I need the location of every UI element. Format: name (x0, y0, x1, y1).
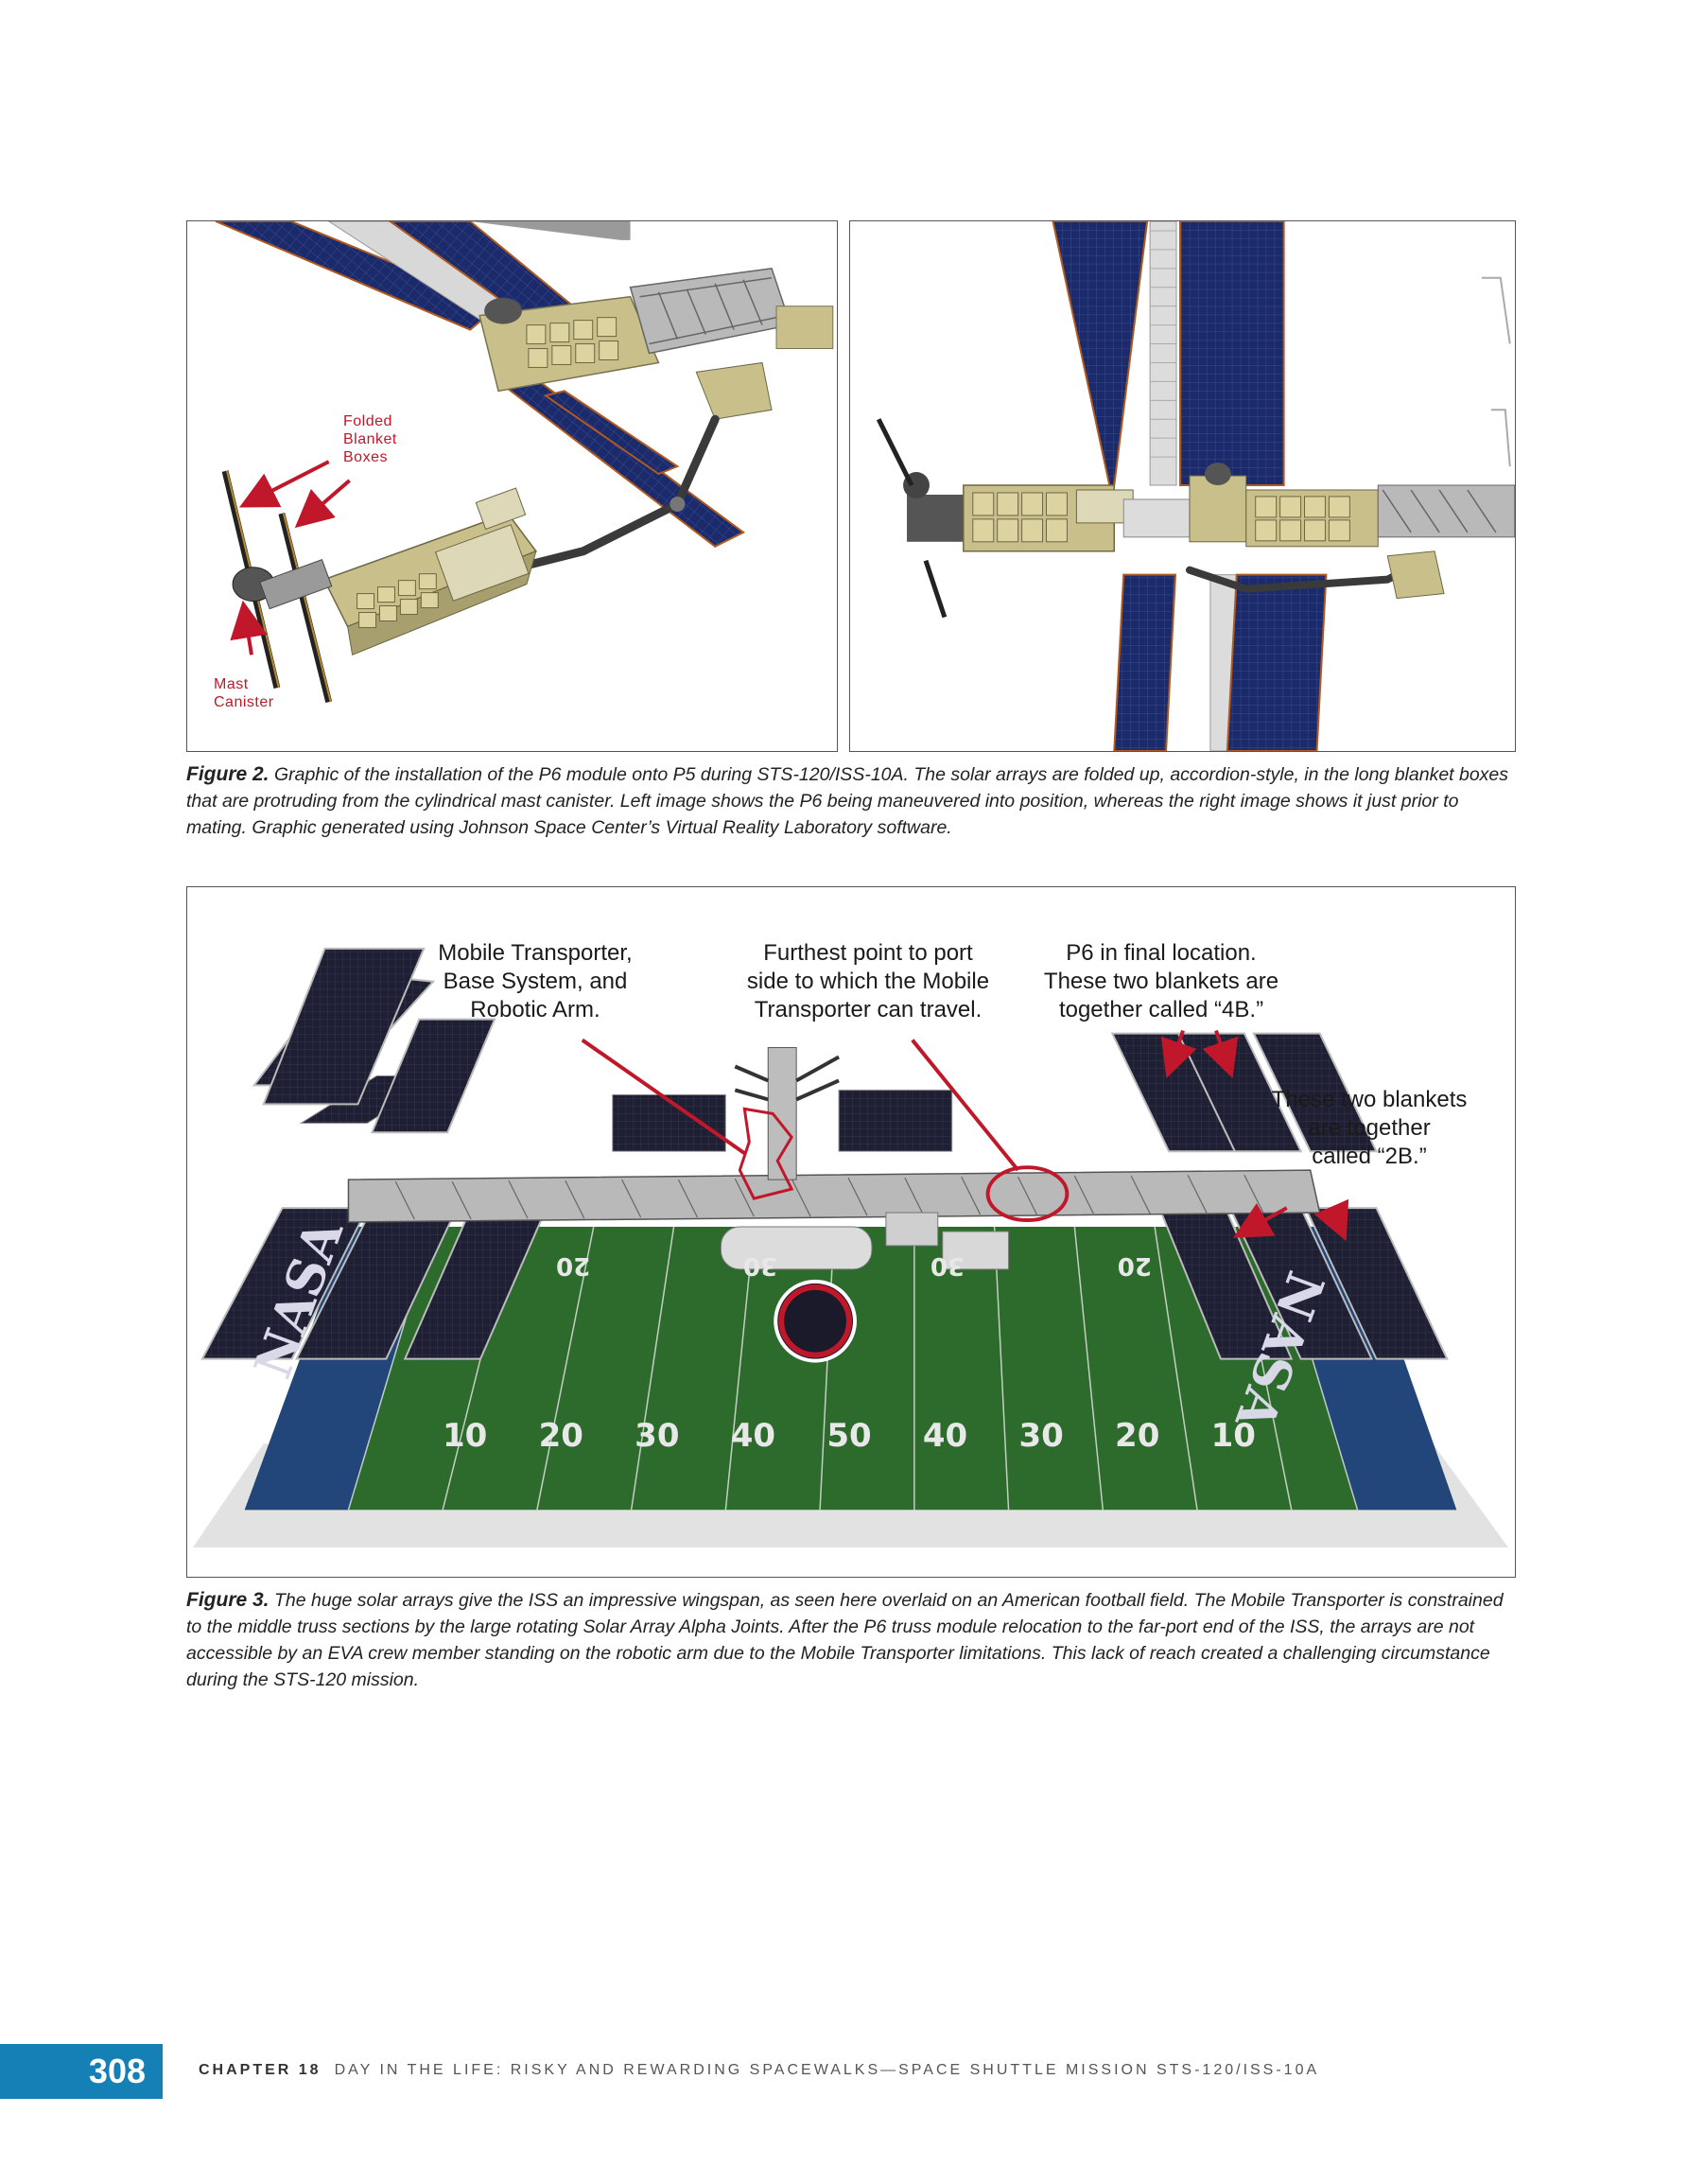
yard-numbers-far: 20 30 30 20 (556, 1251, 1152, 1280)
robotic-arm-end-effector (1386, 550, 1445, 600)
callout-line: together called “4B.” (1058, 997, 1264, 1022)
figure2-label: Figure 2. (186, 763, 270, 785)
callout-line: These two blankets (1271, 1087, 1468, 1112)
truss-end-module (775, 306, 834, 350)
callout-furthest-point: Furthest point to port side to which the… (731, 939, 1005, 1024)
figure2-caption-text: Graphic of the installation of the P6 mo… (186, 764, 1509, 838)
solar-array-2b (1304, 1207, 1449, 1360)
callout-line: Transporter can travel. (754, 997, 983, 1022)
callout-line: called “2B.” (1312, 1144, 1427, 1169)
truss-lattice (629, 267, 791, 355)
yard-number: 30 (742, 1251, 778, 1280)
figure2-left-image: Folded Blanket Boxes Mast Canister (186, 220, 838, 752)
running-footer: CHAPTER 18 DAY IN THE LIFE: RISKY AND REW… (199, 2062, 1319, 2079)
callout-mobile-transporter: Mobile Transporter, Base System, and Rob… (412, 939, 658, 1024)
figure3-caption-text: The huge solar arrays give the ISS an im… (186, 1590, 1504, 1690)
callout-line: side to which the Mobile (746, 969, 990, 994)
center-array-right (838, 1089, 953, 1152)
mobile-transporter-highlight (738, 1107, 794, 1200)
callout-line: P6 in final location. (1066, 940, 1257, 966)
callout-p6-final-location: P6 in final location. These two blankets… (1024, 939, 1298, 1024)
p6-maneuver-graphic (215, 221, 834, 704)
callout-line-mobile-transporter (581, 1038, 746, 1155)
chapter-title: DAY IN THE LIFE: RISKY AND REWARDING SPA… (334, 2062, 1320, 2078)
robotic-arm-end-effector (695, 361, 773, 420)
callout-line: Blanket (343, 431, 397, 447)
yard-number: 10 (1210, 1417, 1256, 1455)
callout-line: Boxes (343, 449, 388, 465)
callout-line: Furthest point to port (763, 940, 973, 966)
callout-mast-canister: Mast Canister (214, 675, 274, 711)
solar-array-mast-upper (1149, 221, 1177, 486)
solar-array-left-top-2 (262, 947, 426, 1106)
yard-number: 30 (635, 1417, 680, 1455)
upper-mast-canister (484, 297, 522, 324)
callout-line: Folded (343, 413, 392, 429)
chapter-label: CHAPTER 18 (199, 2062, 322, 2078)
solar-array-left-bottom-1 (200, 1207, 370, 1360)
solar-array-upper-right (1179, 221, 1285, 486)
figure3-caption: Figure 3. The huge solar arrays give the… (186, 1587, 1516, 1693)
yard-numbers-near: 10 20 30 40 50 40 30 20 10 (443, 1417, 1256, 1455)
yard-number: 30 (930, 1251, 965, 1280)
yard-number: 20 (556, 1251, 591, 1280)
callout-line: Mast (214, 676, 249, 692)
figure2-right-image (849, 220, 1516, 752)
callout-folded-blanket-boxes: Folded Blanket Boxes (343, 412, 397, 466)
yard-number: 20 (538, 1417, 583, 1455)
figure3-image: 10 20 30 40 50 40 30 20 10 20 30 30 20 N… (186, 886, 1516, 1578)
callout-line: Mobile Transporter, (438, 940, 633, 966)
figure3-label: Figure 3. (186, 1589, 270, 1611)
callout-line: Canister (214, 694, 274, 710)
figure2-caption: Figure 2. Graphic of the installation of… (186, 761, 1516, 841)
yard-number: 20 (1117, 1251, 1152, 1280)
yard-number: 30 (1018, 1417, 1064, 1455)
mission-patch (774, 1279, 857, 1363)
callout-line: Robotic Arm. (470, 997, 600, 1022)
iss-main-truss (347, 1169, 1321, 1223)
callout-line: Base System, and (443, 969, 628, 994)
furthest-point-circle (985, 1165, 1070, 1223)
truss-top-right (470, 221, 631, 240)
yard-number: 20 (1115, 1417, 1160, 1455)
callout-line: are together (1308, 1115, 1431, 1141)
yard-number: 50 (826, 1417, 872, 1455)
callout-line: These two blankets are (1043, 969, 1279, 994)
robotic-arm (484, 414, 720, 580)
solar-array-4b (1252, 1032, 1379, 1153)
callout-blankets-2b: These two blankets are together called “… (1251, 1086, 1487, 1171)
truss-lattice (1377, 484, 1515, 538)
football-field (244, 1227, 1457, 1511)
solar-array-lower-2 (543, 390, 680, 476)
solar-array-upper-left (1052, 221, 1149, 486)
p6-mating-graphic (876, 221, 1515, 751)
yard-number: 10 (443, 1417, 488, 1455)
p5-module (1189, 475, 1247, 543)
yard-number: 40 (922, 1417, 968, 1455)
laboratory-modules (720, 1226, 873, 1270)
center-array-left (612, 1093, 726, 1152)
page-number: 308 (0, 2044, 163, 2099)
iss-football-field-graphic (192, 947, 1509, 1548)
solar-array-lower-left (1113, 573, 1177, 751)
solar-array-lower-right (1226, 573, 1328, 751)
callout-line-furthest-point (911, 1039, 1020, 1172)
yard-number: 40 (730, 1417, 776, 1455)
folded-blanket-box-2 (278, 513, 333, 704)
